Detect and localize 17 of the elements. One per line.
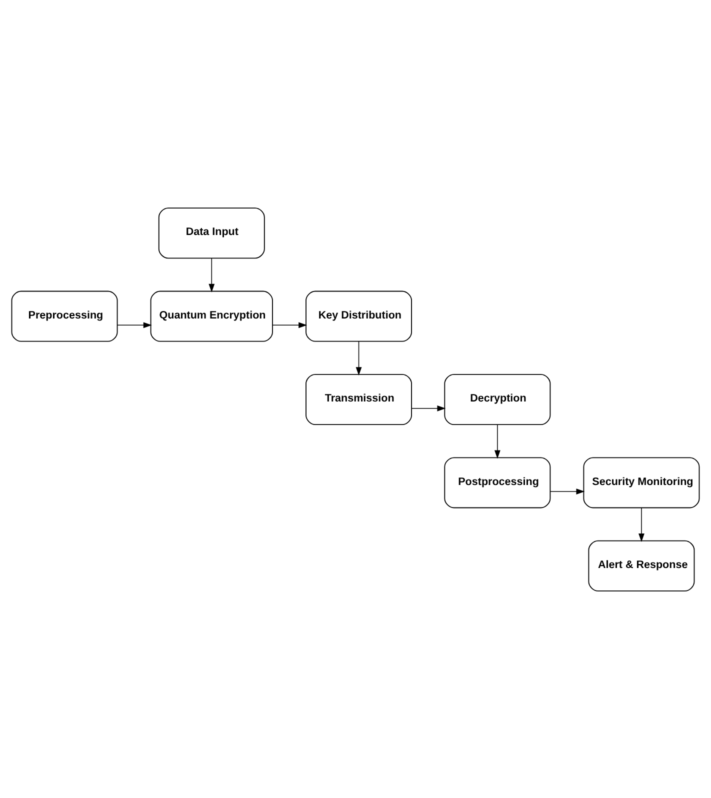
node-box: Quantum Encryption: [150, 290, 273, 342]
node-box: Data Input: [158, 207, 265, 258]
node-box: Preprocessing: [11, 290, 118, 342]
arrow: [272, 322, 308, 328]
arrow: [117, 322, 152, 328]
node-box: Postprocessing: [444, 456, 551, 508]
node-box: Alert & Response: [588, 540, 695, 591]
arrow: [208, 257, 215, 292]
node-box: Key Distribution: [306, 290, 412, 342]
node-box: Decryption: [444, 374, 551, 424]
arrow: [356, 340, 362, 376]
arrow: [638, 507, 644, 542]
arrow: [494, 424, 500, 458]
node-box: Transmission: [306, 374, 412, 424]
arrow: [411, 404, 446, 411]
arrow: [550, 488, 585, 494]
node-box: Security Monitoring: [583, 456, 700, 508]
